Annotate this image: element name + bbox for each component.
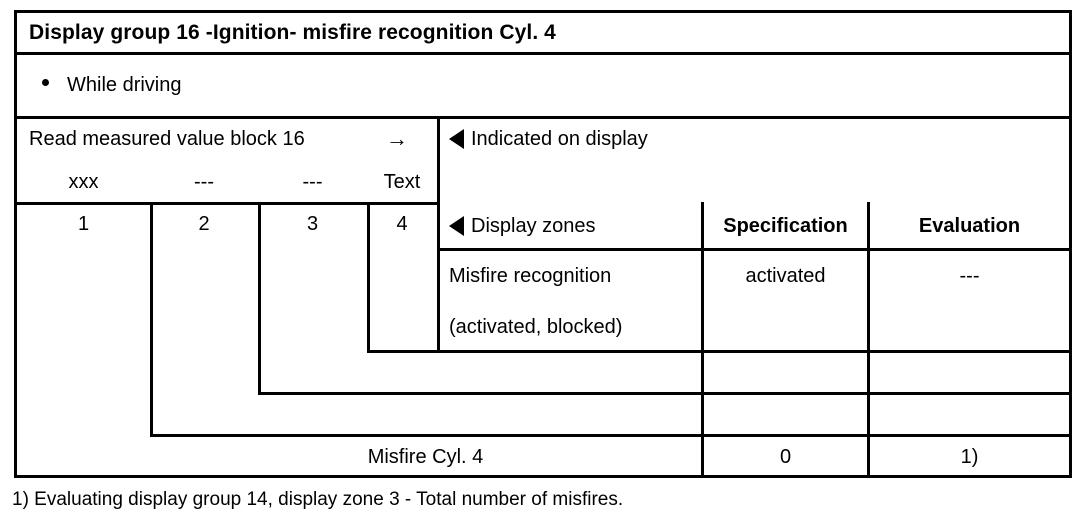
rule-under-condition — [17, 116, 1069, 119]
rule-under-title — [17, 52, 1069, 55]
triangle-left-icon — [449, 129, 464, 149]
evaluation-column-header: Evaluation — [918, 214, 1021, 237]
rule-under-blank-row-2 — [150, 434, 1069, 437]
display-zones-header: Display zones — [449, 205, 699, 247]
read-measured-value-block-label: Read measured value block 16 — [29, 127, 305, 150]
unit-cell-4: Text — [383, 171, 421, 193]
evaluation-value-row-1: --- — [959, 264, 980, 287]
footnote-text: 1) Evaluating display group 14, display … — [12, 489, 624, 510]
specification-column-header: Specification — [723, 214, 848, 237]
rule-specification-evaluation — [867, 202, 870, 478]
arrow-right-icon: → — [386, 126, 408, 151]
indicated-on-display-label: Indicated on display — [471, 127, 648, 150]
specification-value-row-1: activated — [745, 264, 826, 287]
condition-text: While driving — [67, 73, 182, 96]
summary-row-label: Misfire Cyl. 4 — [367, 445, 484, 468]
rule-col3-col4 — [367, 202, 370, 353]
zone-text-line-2: (activated, blocked) — [449, 315, 623, 338]
zone-number-3: 3 — [306, 213, 319, 235]
rule-under-zone-header — [437, 248, 1069, 251]
rule-left-right-panels — [437, 116, 440, 353]
indicated-on-display-header: Indicated on display — [449, 118, 849, 160]
zone-number-4: 4 — [396, 213, 408, 235]
rule-zone-specification — [701, 202, 704, 478]
evaluation-value-row-3 — [870, 394, 1069, 434]
rule-col2-col3 — [258, 202, 261, 395]
unit-cell-2: --- — [194, 171, 214, 193]
rule-col1-col2 — [150, 202, 153, 437]
rule-under-misfire-row — [367, 350, 1069, 353]
diagnostic-table: Display group 16 -Ignition- misfire reco… — [14, 10, 1072, 478]
unit-cell-3: --- — [302, 171, 323, 193]
bullet-icon — [42, 79, 49, 86]
specification-value-row-2 — [704, 352, 867, 392]
summary-evaluation-value: 1) — [960, 445, 979, 468]
specification-value-row-3 — [704, 394, 867, 434]
rule-under-instruction — [17, 202, 440, 205]
zone-text-line-1: Misfire recognition — [449, 264, 612, 287]
summary-specification-value: 0 — [779, 445, 792, 468]
zone-number-1: 1 — [77, 213, 90, 235]
display-zones-label: Display zones — [471, 214, 596, 237]
triangle-left-icon — [449, 216, 464, 236]
unit-cell-1: xxx — [68, 171, 99, 193]
rule-under-blank-row-1 — [258, 392, 1069, 395]
zone-number-2: 2 — [198, 213, 210, 235]
evaluation-value-row-2 — [870, 352, 1069, 392]
page-title: Display group 16 -Ignition- misfire reco… — [29, 20, 556, 44]
